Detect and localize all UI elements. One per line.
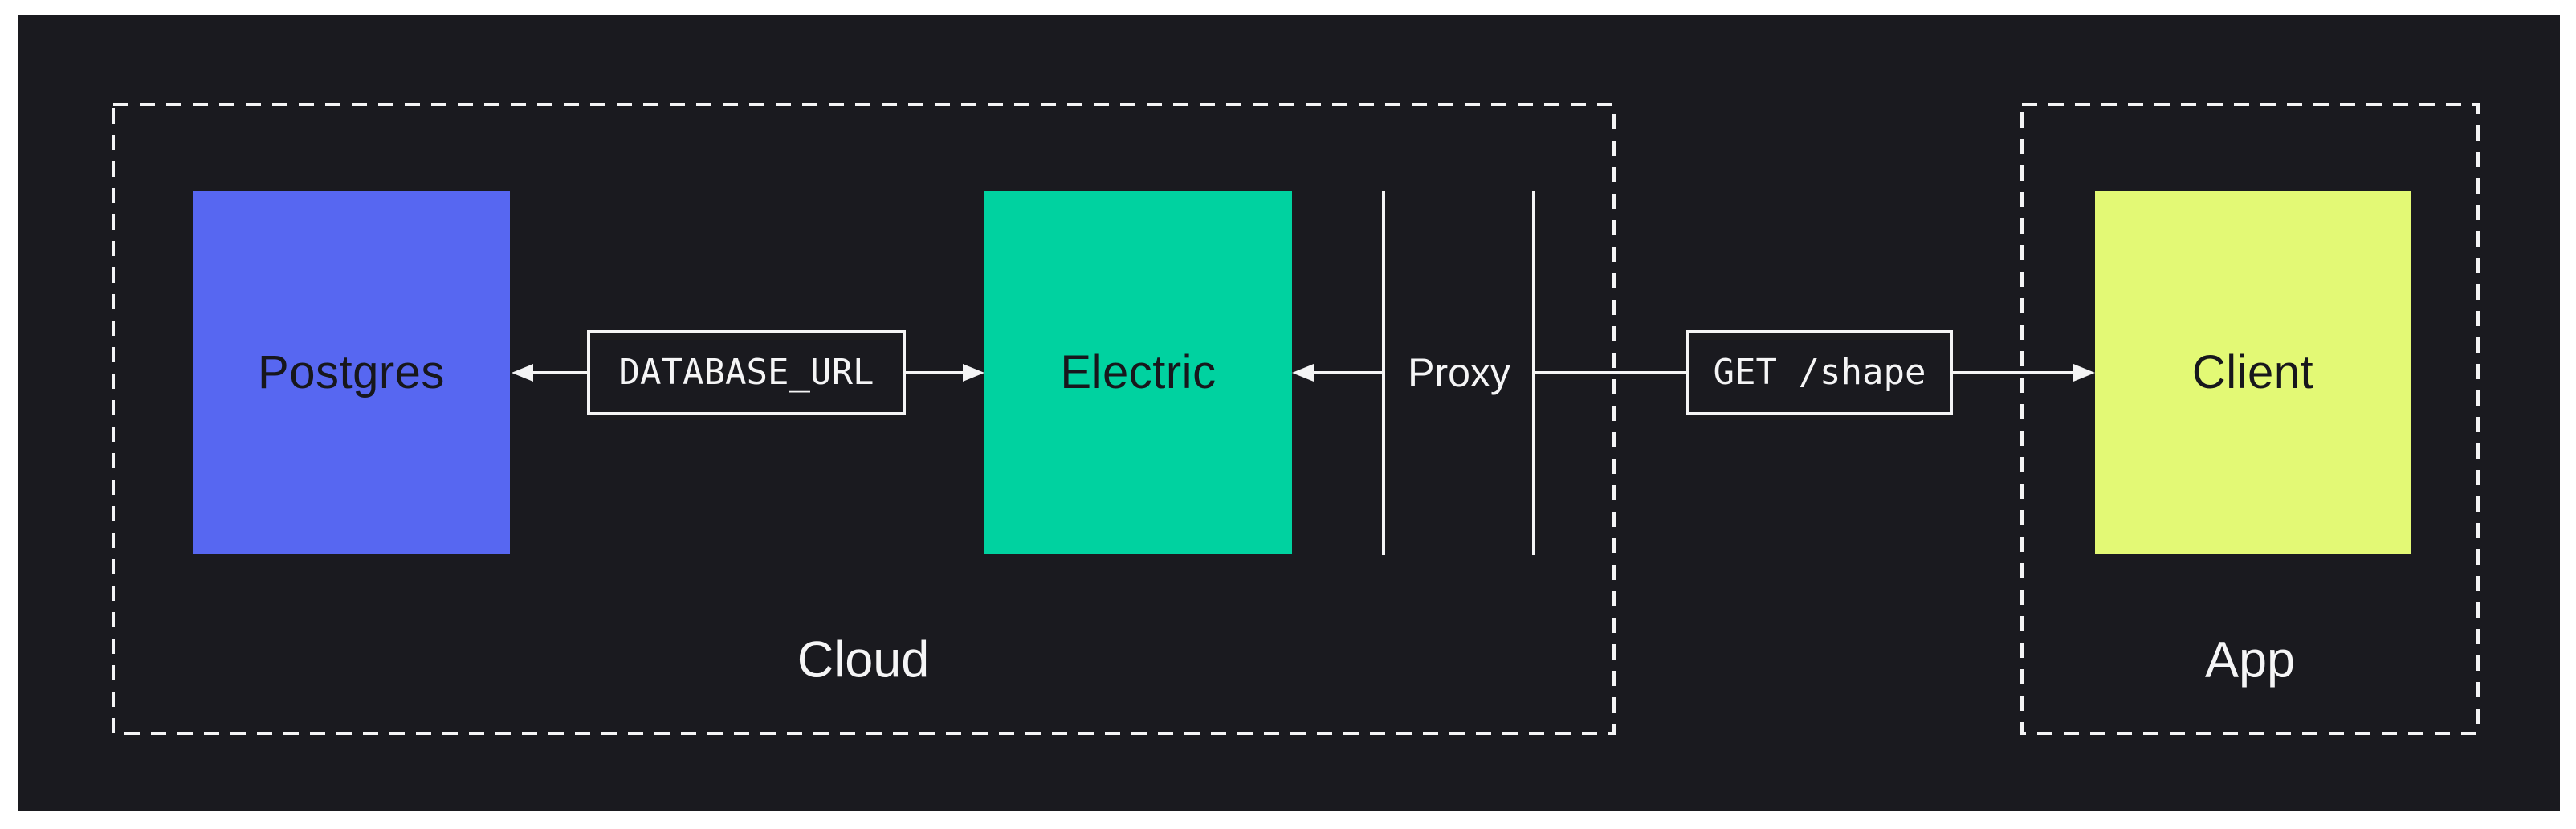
database-url-edge-label: DATABASE_URL xyxy=(618,352,874,393)
electric-node: Electric xyxy=(984,191,1292,554)
get-shape-edge-label-box: GET /shape xyxy=(1686,330,1953,415)
client-node: Client xyxy=(2095,191,2411,554)
cloud-group-border xyxy=(112,103,1616,735)
arrowhead-into-postgres xyxy=(512,364,533,382)
database-url-edge-label-box: DATABASE_URL xyxy=(587,330,906,415)
postgres-node-label: Postgres xyxy=(258,346,445,398)
app-group-border xyxy=(2020,103,2480,735)
client-node-label: Client xyxy=(2191,346,2314,398)
get-shape-edge-label: GET /shape xyxy=(1713,352,1926,393)
electric-node-label: Electric xyxy=(1060,346,1217,398)
app-group-label: App xyxy=(2204,631,2296,688)
cloud-group-label: Cloud xyxy=(797,631,930,688)
arrowhead-into-client xyxy=(2073,364,2095,382)
proxy-label: Proxy xyxy=(1408,350,1510,395)
arrowhead-into-electric-left xyxy=(963,364,984,382)
arrowhead-into-electric-right xyxy=(1292,364,1314,382)
postgres-node: Postgres xyxy=(193,191,510,554)
